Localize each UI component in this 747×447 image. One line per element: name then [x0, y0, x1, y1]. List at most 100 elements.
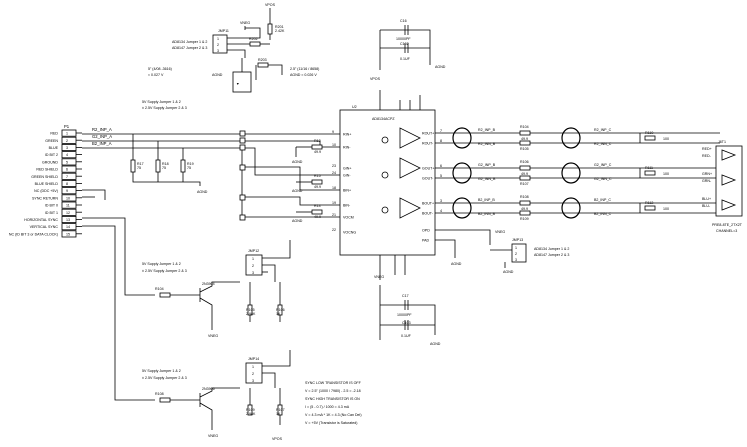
- jumper-jmp12[interactable]: [245, 254, 263, 276]
- connector-pin-box: [61, 151, 77, 159]
- r108-val: 49.9: [521, 207, 528, 211]
- connector-pin-number: 3: [66, 146, 68, 150]
- resistor-r15: [311, 179, 323, 185]
- r14-val: 49.9: [314, 215, 321, 219]
- sync-note-line: V = 4.3 mA * 1K = 4.3 (No Can Del): [305, 413, 362, 417]
- connector-pin-number: 10: [66, 196, 70, 200]
- c17-ref: C17: [402, 294, 409, 298]
- net-g-inp-a: G2_INP_A: [92, 134, 112, 139]
- hsync-note-1: 5V Supply Jumper 1 & 2: [142, 262, 181, 266]
- sync-note-line: V = 2.5" (1000 / 7980) - 2.5 = -2.18: [305, 389, 361, 393]
- connector-pin-label: HORIZONTAL SYNC: [24, 218, 58, 222]
- opd-vneg: VNEG: [495, 230, 505, 234]
- rgb-input-traces: R2_INP_A G2_INP_A B2_INP_A R17 75 R18 75…: [82, 127, 340, 223]
- jumper-jmp11[interactable]: [212, 34, 228, 54]
- jmp13-ref: JMP13: [512, 238, 523, 242]
- r19-val: 75: [187, 166, 191, 170]
- ic-pin-number: 8: [440, 139, 442, 143]
- ic-pin-number: 7: [440, 129, 442, 133]
- net-r-inp-b: R2_INP_B: [478, 128, 496, 132]
- agnd-left: AGND: [197, 190, 208, 194]
- hsync-r105: R105: [246, 308, 255, 312]
- connector-pin-label: BLUE: [49, 146, 59, 150]
- ic-pin-name: GIN-: [343, 174, 351, 178]
- hsync-r105-val: 2.98K: [246, 312, 256, 316]
- r15-val: 49.9: [314, 185, 321, 189]
- ic-pin-name: GOUT+: [422, 167, 434, 171]
- j6t1-part: PRE8-8TE_2TX2T: [712, 223, 743, 227]
- net-b-inn-c: B2_INN_C: [594, 212, 612, 216]
- ic-ref: U2: [352, 105, 357, 109]
- ic-pin-number: 23: [332, 164, 336, 168]
- output-traces: R2_INP_B R2_INN_B G2_INP_B G2_INN_B B2_I…: [435, 125, 720, 221]
- ic-pin-name: ROUT+: [422, 132, 434, 136]
- ic-pin-number: 10: [332, 143, 336, 147]
- sync-note-line: V = +5V (Transistor is Saturated): [305, 421, 357, 425]
- connector-pin-box: [61, 158, 77, 166]
- net-b-inn-b: B2_INN_B: [478, 212, 496, 216]
- j6t1-pin-label: RED-: [702, 154, 712, 158]
- jmp13-note-2: AD8147 Jumper 2 & 3: [534, 253, 569, 257]
- resistor-r14: [311, 209, 323, 215]
- r107-ref: R107: [520, 182, 529, 186]
- j6t1-sub: CHANNEL=3: [716, 229, 737, 233]
- svg-text:1: 1: [252, 257, 254, 261]
- connector-pin-label: RED: [50, 132, 58, 136]
- svg-text:2: 2: [217, 43, 219, 47]
- r17-ref: R17: [137, 162, 144, 166]
- hsync-note-2: ± 2.5V Supply Jumper 2 & 3: [142, 269, 187, 273]
- net-g-inn-c: G2_INN_C: [594, 177, 612, 181]
- resistor-r17: [130, 159, 136, 173]
- jumper-jmp13[interactable]: [511, 243, 527, 263]
- vsync-r107-val: 1K: [276, 412, 281, 416]
- ic-pin-number: 22: [332, 228, 336, 232]
- vsync-vpos: VPOS: [272, 437, 283, 441]
- net-b-inp-c: B2_INP_C: [594, 198, 611, 202]
- jmp11-note-2: AD8147 Jumper 2 & 3: [172, 46, 207, 50]
- ic-pin-number: 5: [440, 174, 442, 178]
- connector-pin-label: NC (DDC +5V): [34, 189, 58, 193]
- net-g-inp-c: G2_INP_C: [594, 163, 612, 167]
- r201-ref: R201: [275, 25, 284, 29]
- vsync-section: JMP14 123 5V Supply Jumper 1 & 2 ± 2.5V …: [142, 350, 291, 441]
- connector-pin-number: 8: [66, 182, 68, 186]
- hsync-section: JMP12 123 5V Supply Jumper 1 & 2 ± 2.5V …: [82, 189, 291, 401]
- connector-pin-number: 7: [66, 175, 68, 179]
- connector-ref: P1: [64, 124, 70, 129]
- agnd-r15: AGND: [292, 189, 303, 193]
- ic-pin-number: 19: [332, 201, 336, 205]
- ic-pin-name: BOUT-: [422, 212, 434, 216]
- hsync-r104: R104: [155, 287, 164, 291]
- svg-text:1: 1: [252, 365, 254, 369]
- hsync-r106-val: 1K: [276, 312, 281, 316]
- sync-note-line: SYNC LOW TRANSISTOR IS OFF: [305, 381, 362, 385]
- output-connector-j6t1: J6T1 RED+RED-GRN+GRN-BLU+BLU- PRE8-8TE_2…: [702, 140, 743, 233]
- ic-pin-name: BIN-: [343, 204, 351, 208]
- r18-val: 75: [162, 166, 166, 170]
- r110-ref: R110: [645, 131, 653, 135]
- r105-ref: R105: [520, 147, 529, 151]
- jmp11-note-1: AD8134 Jumper 1 & 2: [172, 40, 207, 44]
- agnd-pot: AGND: [212, 73, 223, 77]
- ic-pin-name: BOUT+: [422, 202, 434, 206]
- c103-ref: C103: [402, 321, 411, 325]
- r104-ref: R104: [520, 125, 529, 129]
- amp-green: [399, 157, 421, 179]
- connector-pin-number: 11: [66, 204, 70, 208]
- jumper-jmp14[interactable]: [245, 362, 263, 384]
- amp-blue: [399, 197, 421, 219]
- sync-note-line: SYNC HIGH TRANSISTOR IS ON: [305, 397, 360, 401]
- connector-pin-number: 9: [66, 189, 68, 193]
- vpos-top: VPOS: [265, 3, 276, 7]
- r111-ref: R111: [645, 166, 653, 170]
- supply-note-2: ± 2.5V Supply Jumper 2 & 3: [142, 106, 187, 110]
- jmp13-agnd: AGND: [503, 270, 514, 274]
- vsync-note-2: ± 2.5V Supply Jumper 2 & 3: [142, 376, 187, 380]
- r13-ref: R13: [314, 139, 321, 143]
- connector-pin-number: 5: [66, 160, 68, 164]
- ic-pin-name: GOUT-: [422, 177, 434, 181]
- net-g-inn-b: G2_INN_B: [478, 177, 496, 181]
- connector-pin-box: [61, 143, 77, 151]
